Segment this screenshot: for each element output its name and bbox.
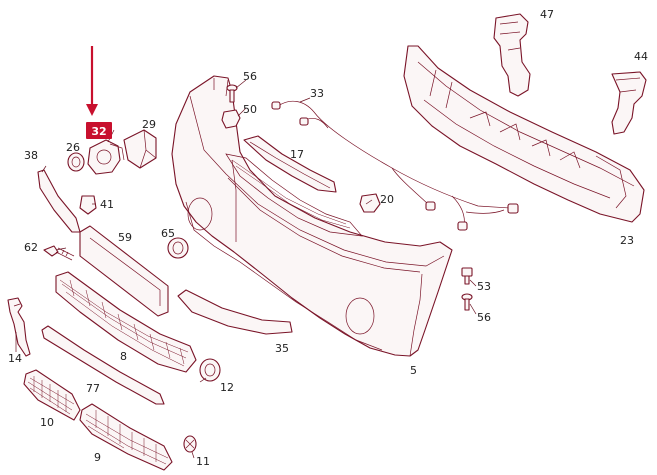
label-62: 62 (24, 241, 38, 254)
label-53: 53 (477, 280, 491, 293)
side-trim-strip-38 (37, 169, 81, 233)
upper-trim-strip (243, 135, 337, 193)
sensor-holder-32 (87, 139, 125, 175)
cap-12 (199, 358, 221, 382)
label-65: 65 (161, 227, 175, 240)
label-32: 32 (91, 125, 106, 138)
sensor-ring-26 (67, 152, 85, 172)
bracket-14 (7, 297, 31, 357)
label-59: 59 (118, 231, 132, 244)
lower-trim-strip-35 (177, 289, 293, 335)
label-8: 8 (120, 350, 127, 363)
highlight-arrow (86, 46, 98, 116)
inner-grille-insert (225, 153, 363, 237)
label-77: 77 (86, 382, 100, 395)
label-33: 33 (310, 87, 324, 100)
bracket-right-side (611, 71, 647, 135)
label-56-bottom: 56 (477, 311, 491, 324)
label-20: 20 (380, 193, 394, 206)
label-26: 26 (66, 141, 80, 154)
screw-56-bottom (461, 293, 473, 311)
bumper-cover (171, 75, 453, 357)
grille-10 (23, 369, 81, 421)
label-23: 23 (620, 234, 634, 247)
label-11: 11 (196, 455, 210, 468)
label-17: 17 (290, 148, 304, 161)
sensor-cap-29 (123, 129, 157, 169)
part-labels: 47 44 56 50 33 29 26 38 17 20 41 23 59 6… (8, 8, 648, 468)
highlight-badge-32: 32 (86, 122, 112, 139)
label-50: 50 (243, 103, 257, 116)
label-44: 44 (634, 50, 648, 63)
label-5: 5 (410, 364, 417, 377)
lower-grille-8 (55, 271, 197, 373)
cap-65 (167, 237, 189, 259)
label-47: 47 (540, 8, 554, 21)
clip-41 (79, 195, 97, 215)
label-56-top: 56 (243, 70, 257, 83)
label-9: 9 (94, 451, 101, 464)
grille-9 (79, 403, 173, 471)
bracket-right-upper (493, 13, 531, 97)
clip-11 (183, 435, 197, 453)
clip-nut-20 (359, 193, 381, 213)
screw-56-top (226, 84, 238, 103)
label-10: 10 (40, 416, 54, 429)
screw-53 (461, 267, 473, 285)
clip-50 (221, 109, 241, 129)
bumper-carrier-beam (403, 45, 645, 223)
label-38: 38 (24, 149, 38, 162)
trim-strip-77 (41, 325, 165, 405)
label-35: 35 (275, 342, 289, 355)
label-41: 41 (100, 198, 114, 211)
screw-62 (43, 245, 75, 261)
label-14: 14 (8, 352, 22, 365)
label-12: 12 (220, 381, 234, 394)
label-29: 29 (142, 118, 156, 131)
wiring-harness (271, 100, 519, 231)
license-plate-base-59 (79, 225, 169, 317)
